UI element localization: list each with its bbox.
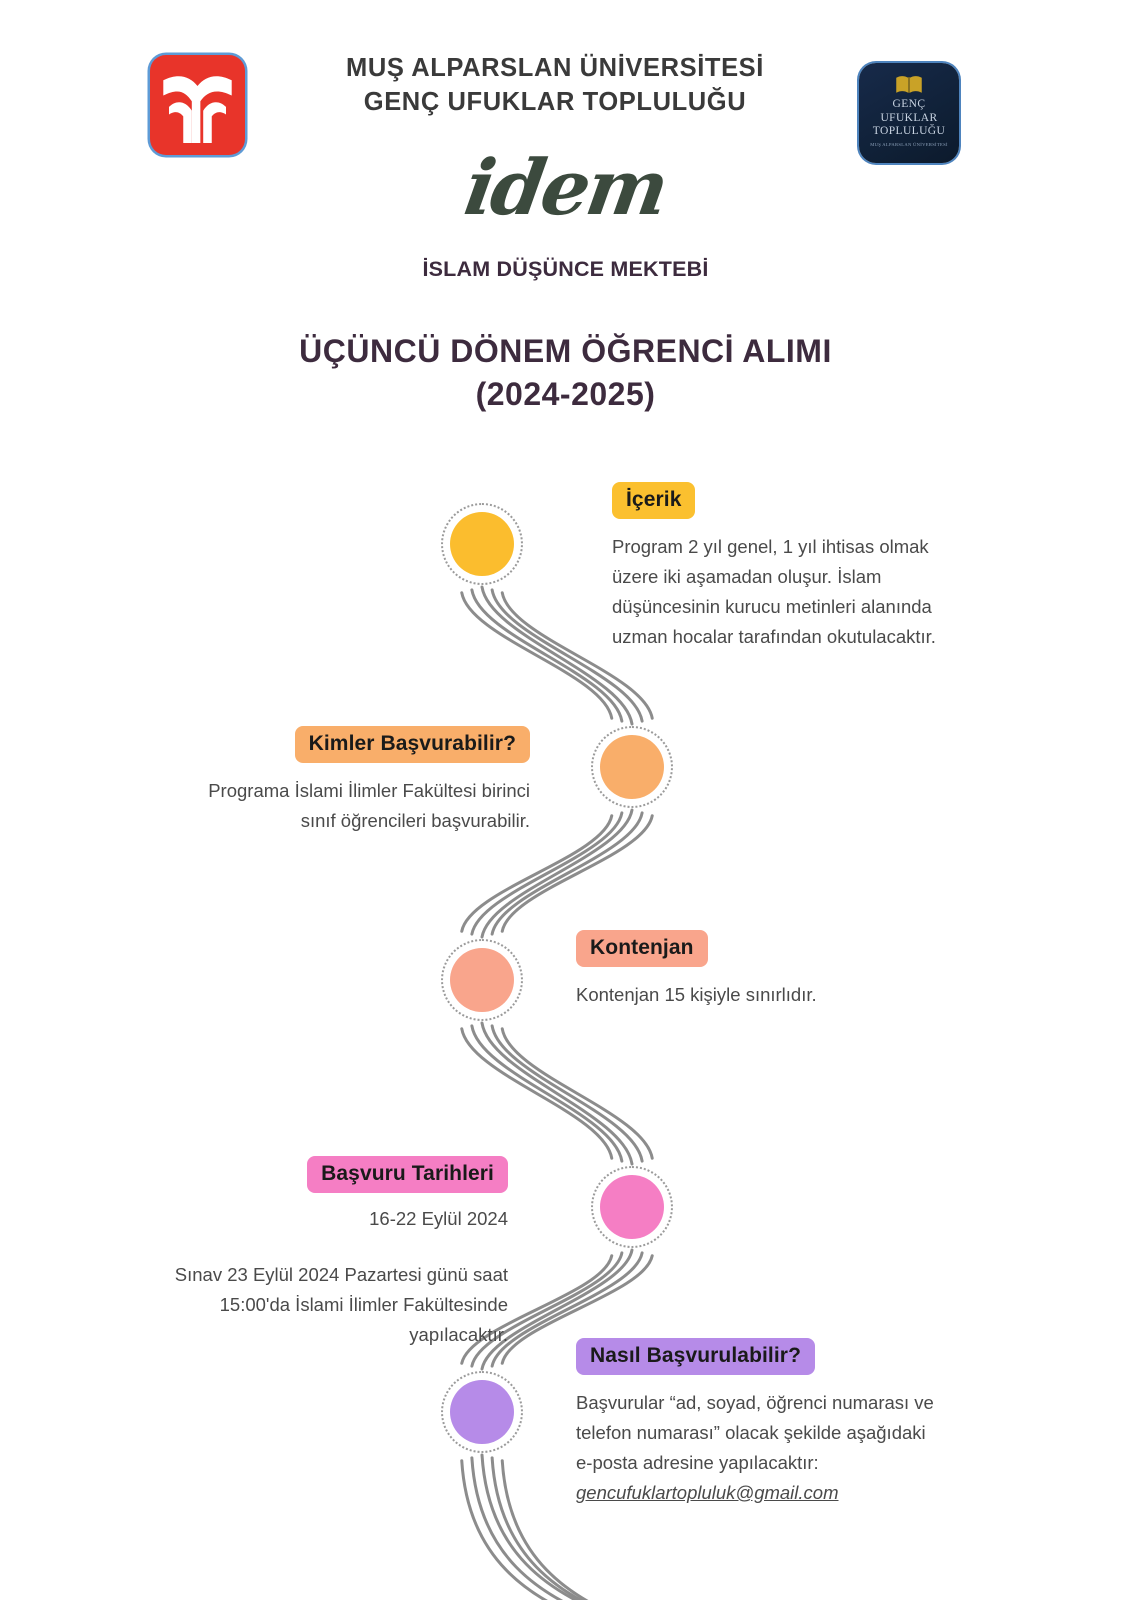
page-title: ÜÇÜNCÜ DÖNEM ÖĞRENCİ ALIMI (2024-2025) [0,330,1131,416]
timeline-node-kimler-basvurabilir [591,726,673,808]
timeline-node-basvuru-tarihleri [591,1166,673,1248]
timeline-paragraph: Program 2 yıl genel, 1 yıl ihtisas olmak… [612,536,936,648]
timeline-paragraph: Sınav 23 Eylül 2024 Pazartesi günü saat … [174,1264,508,1346]
timeline-node-icerik [441,503,523,585]
timeline-block-kimler-basvurabilir: Kimler Başvurabilir? Programa İslami İlim… [170,726,530,836]
page-title-line-2: (2024-2025) [475,376,656,413]
timeline-paragraph: Programa İslami İlimler Fakültesi birinc… [208,780,530,832]
mus-alparslan-university-logo-icon [150,55,245,155]
timeline-badge-icerik: İçerik [612,482,696,520]
poster-header: MUŞ ALPARSLAN ÜNİVERSİTESİ GENÇ UFUKLAR … [0,0,1131,300]
timeline-node-dot [600,735,664,799]
timeline-node-dot [450,1380,514,1444]
timeline-body-kimler-basvurabilir: Programa İslami İlimler Fakültesi birinc… [170,776,530,836]
timeline-node-ring [591,1166,673,1248]
idem-brand-subtitle: İSLAM DÜŞÜNCE MEKTEBİ [422,257,709,281]
header-line-1: MUŞ ALPARSLAN ÜNİVERSİTESİ [346,54,764,82]
idem-script-text: idem [459,143,673,232]
header-university-title: MUŞ ALPARSLAN ÜNİVERSİTESİ GENÇ UFUKLAR … [255,52,855,120]
timeline-node-ring [591,726,673,808]
genc-ufuklar-club-logo-icon: GENÇ UFUKLAR TOPLULUĞU MUŞ ALPARSLAN ÜNİ… [859,63,959,163]
timeline-paragraph: Kontenjan 15 kişiyle sınırlıdır. [576,984,817,1006]
idem-brand-wordmark: idem [0,143,1131,232]
timeline-node-kontenjan [441,939,523,1021]
timeline-block-nasil-basvurulabilir: Nasıl Başvurulabilir? Başvurular “ad, soy… [576,1338,936,1508]
timeline-paragraph: Başvurular “ad, soyad, öğrenci numarası … [576,1392,934,1474]
timeline-node-nasil-basvurulabilir [441,1371,523,1453]
timeline-paragraph: 16-22 Eylül 2024 [369,1208,508,1230]
timeline-badge-nasil-basvurulabilir: Nasıl Başvurulabilir? [576,1338,816,1376]
timeline-body-kontenjan: Kontenjan 15 kişiyle sınırlıdır. [576,980,936,1010]
timeline-node-ring [441,939,523,1021]
club-logo-line-2: UFUKLAR [880,111,938,124]
timeline-node-ring [441,1371,523,1453]
timeline-badge-kimler-basvurabilir: Kimler Başvurabilir? [294,726,530,764]
timeline-node-ring [441,503,523,585]
club-logo-line-3: TOPLULUĞU [872,125,946,138]
timeline-badge-basvuru-tarihleri: Başvuru Tarihleri [307,1156,508,1194]
open-book-icon [894,74,924,95]
header-line-2: GENÇ UFUKLAR TOPLULUĞU [363,87,747,116]
club-logo-subline: MUŞ ALPARSLAN ÜNİVERSİTESİ [870,141,948,147]
club-logo-line-1: GENÇ [892,98,926,110]
timeline-node-dot [450,948,514,1012]
timeline-badge-kontenjan: Kontenjan [576,930,708,968]
contact-email-link[interactable]: gencufuklartopluluk@gmail.com [576,1482,839,1504]
timeline-body-nasil-basvurulabilir: Başvurular “ad, soyad, öğrenci numarası … [576,1388,936,1508]
timeline-node-dot [600,1175,664,1239]
timeline-body-icerik: Program 2 yıl genel, 1 yıl ihtisas olmak… [612,532,962,652]
timeline-node-dot [450,512,514,576]
page-title-line-1: ÜÇÜNCÜ DÖNEM ÖĞRENCİ ALIMI [299,333,832,369]
